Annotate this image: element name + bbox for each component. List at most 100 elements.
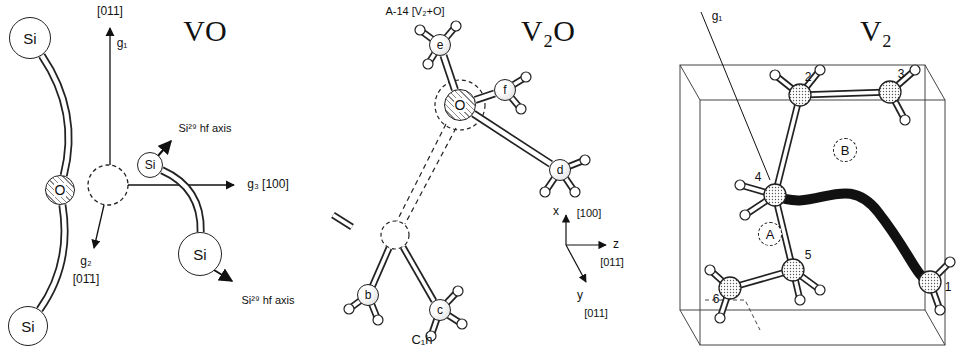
- atom-number: 5: [805, 249, 812, 262]
- si-atom: e: [429, 34, 451, 56]
- hf-axis-arrow: [214, 270, 232, 281]
- hydrogen-atom: [795, 295, 805, 305]
- g-axis-label: g₃ [100]: [247, 178, 289, 191]
- hf-axis-label: Si²⁹ hf axis: [178, 122, 231, 134]
- vacancy-site: [88, 165, 128, 205]
- divacancy-bond: [775, 193, 930, 282]
- si-atom: Si: [178, 232, 222, 276]
- bond-tube: [800, 92, 890, 95]
- hydrogen-atom: [344, 21, 590, 341]
- center-name: A-14 [V₂+O]: [386, 5, 445, 17]
- si-atom: Si: [8, 306, 48, 346]
- axis-triad: [566, 245, 586, 282]
- si-atom: Si: [9, 17, 51, 59]
- axis-label: [011]: [97, 5, 123, 18]
- g-axis-label: g₁: [117, 37, 128, 50]
- dashed-bond: [397, 124, 446, 221]
- hydrogen-atom: [415, 25, 425, 35]
- unit-cube: [680, 65, 925, 310]
- unit-cube: [680, 65, 945, 345]
- bond-tube: [710, 70, 950, 318]
- bond-tube: [333, 215, 352, 227]
- silicon-atom: [764, 184, 786, 206]
- bond-fill: [162, 170, 201, 232]
- atom-label: d: [557, 164, 564, 176]
- bond-connector: [473, 114, 550, 164]
- bond-outline: [443, 55, 454, 89]
- atom-label: Si: [193, 247, 206, 262]
- dashed-bond: [397, 124, 456, 224]
- axis-label: [100]: [577, 207, 601, 219]
- atom-number: 6: [713, 293, 720, 306]
- panel-title: V₂O: [521, 14, 575, 47]
- bond-outline: [162, 170, 201, 232]
- silicon-atom: [879, 81, 901, 103]
- hydrogen-atom: [945, 257, 955, 267]
- silicon-atom: [719, 277, 741, 299]
- hydrogen-atom: [935, 305, 945, 315]
- oxygen-shell: [381, 221, 409, 249]
- bond-tube: [775, 95, 800, 195]
- atom-label: O: [54, 183, 67, 197]
- axis-label: [011]: [584, 307, 608, 319]
- axis-label: z: [613, 238, 619, 251]
- axis-triad: [566, 244, 606, 245]
- bond-tube: [710, 70, 950, 318]
- bond-tube: [403, 247, 434, 301]
- hydrogen-atom: [423, 59, 433, 69]
- unit-cube: [680, 310, 700, 345]
- bond-outline: [473, 114, 550, 164]
- bond-fill: [475, 93, 494, 99]
- g-axis-line: [701, 12, 770, 180]
- g-axis-line: [701, 12, 770, 180]
- si-atom: d: [549, 159, 571, 181]
- bond-connector: [42, 55, 69, 175]
- bond-tube: [372, 248, 389, 287]
- axis-triad: [566, 215, 606, 282]
- axis-label: y: [577, 289, 583, 302]
- bond-connector: [162, 170, 201, 232]
- bond-tube: [333, 26, 585, 336]
- bond-fill: [42, 55, 69, 175]
- axis-label: x: [553, 205, 559, 218]
- unit-cube: [925, 65, 945, 100]
- hydrogen-atom: [705, 65, 955, 323]
- g-axis-arrow: [109, 28, 110, 165]
- hydrogen-atom: [815, 285, 825, 295]
- vacancy-site: [88, 165, 128, 205]
- silicon-atom: [782, 259, 804, 281]
- bond-tube: [800, 92, 890, 95]
- g-axis-label: g₁: [712, 10, 723, 23]
- bond-tube: [775, 95, 800, 195]
- hydrogen-atom: [457, 319, 467, 329]
- hf-axis-arrow: [157, 141, 171, 157]
- hydrogen-atom: [540, 187, 550, 197]
- bond-tube: [403, 247, 434, 301]
- atom-label: Si: [21, 319, 34, 334]
- unit-cube: [680, 65, 700, 100]
- bond-connector: [443, 55, 454, 89]
- panel-title: VO: [183, 14, 226, 47]
- atom-label: O: [454, 98, 467, 112]
- hydrogen-atom: [900, 115, 910, 125]
- bond-outline: [475, 93, 494, 99]
- axis-triad: [565, 215, 566, 245]
- silicon-atom: [719, 81, 941, 299]
- hydrogen-atom: [815, 65, 825, 75]
- hydrogen-atom: [910, 65, 920, 75]
- hf-axis-arrow: [157, 141, 232, 281]
- axis-label: [011̄]: [600, 256, 624, 268]
- oxygen-shell: [381, 80, 485, 249]
- si-atom: c: [429, 299, 451, 321]
- hydrogen-atom: [770, 70, 780, 80]
- bond-outline: [40, 205, 65, 310]
- bond-outline: [42, 55, 69, 175]
- axis-label: [01̄1]: [73, 273, 100, 286]
- dashed-bond: [405, 128, 456, 224]
- bond-fill: [443, 55, 454, 89]
- vacancy-site: A: [758, 222, 782, 246]
- bond-fill: [473, 114, 550, 164]
- hydrogen-atom: [373, 315, 383, 325]
- hydrogen-atom: [521, 72, 531, 82]
